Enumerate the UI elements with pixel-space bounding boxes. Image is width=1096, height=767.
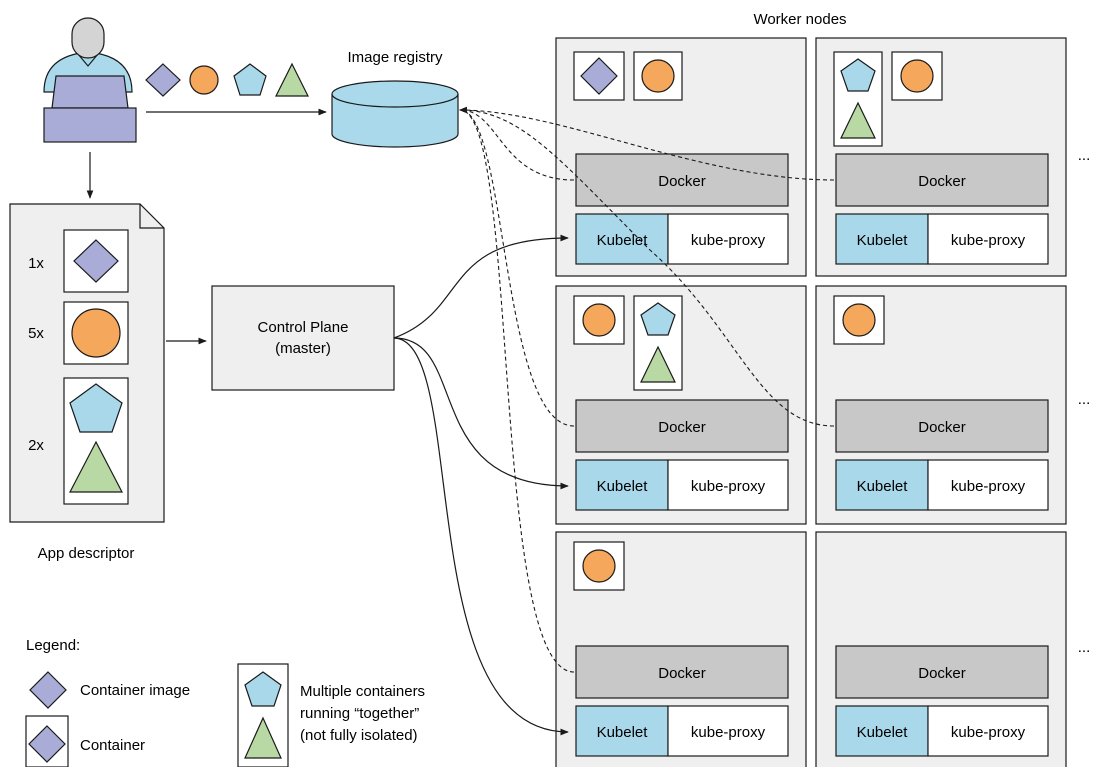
pentagon-icon (840, 58, 876, 92)
pentagon-icon (640, 302, 676, 336)
circle-icon (842, 303, 876, 337)
docker-label: Docker (918, 173, 966, 190)
schedule-arrows (393, 234, 569, 736)
triangle-icon (69, 440, 123, 493)
circle-icon (71, 308, 121, 358)
more-nodes-ellipsis: ... (1078, 391, 1091, 408)
kube-proxy-box (927, 705, 1049, 757)
pentagon-icon (69, 383, 123, 433)
legend-multi-3: (not fully isolated) (300, 727, 418, 744)
docker-box (575, 645, 789, 699)
kubelet-box (575, 705, 669, 757)
docker-label: Docker (918, 665, 966, 682)
kube-proxy-box (667, 213, 789, 265)
circle-icon (582, 549, 616, 583)
kube-proxy-label: kube-proxy (691, 724, 766, 741)
kube-proxy-box (667, 705, 789, 757)
legend-container-diamond-icon (28, 725, 66, 763)
control-plane-label: Control Plane (258, 319, 349, 336)
legend-diamond-icon (29, 671, 67, 709)
docker-box (575, 399, 789, 453)
docker-label: Docker (918, 419, 966, 436)
legend-multi-1: Multiple containers (300, 683, 425, 700)
legend-multi-2: running “together” (300, 705, 419, 722)
descriptor-container-circle (63, 301, 129, 365)
app-descriptor-label: App descriptor (38, 545, 135, 562)
triangle-icon (640, 345, 676, 383)
docker-box (835, 645, 1049, 699)
docker-label: Docker (658, 173, 706, 190)
image-registry (331, 80, 459, 148)
legend-title: Legend: (26, 637, 80, 654)
circle-image-icon (189, 65, 219, 95)
diamond-icon (73, 239, 119, 283)
kube-proxy-box (927, 213, 1049, 265)
legend-triangle-icon (244, 716, 282, 759)
kubelet-box (835, 459, 929, 511)
kube-proxy-label: kube-proxy (691, 232, 766, 249)
kubelet-label: Kubelet (597, 724, 649, 741)
diamond-image-icon (145, 63, 181, 97)
triangle-image-icon (275, 62, 309, 97)
descriptor-container-diamond (63, 229, 129, 293)
circle-icon (582, 303, 616, 337)
docker-box (835, 153, 1049, 207)
docker-box (835, 399, 1049, 453)
more-nodes-ellipsis: ... (1078, 639, 1091, 656)
image-registry-label: Image registry (347, 49, 443, 66)
kubelet-box (575, 459, 669, 511)
kube-proxy-box (667, 459, 789, 511)
kubelet-label: Kubelet (597, 478, 649, 495)
laptop-icon (51, 75, 129, 109)
image-pull-lines (459, 106, 835, 673)
descriptor-count-3: 2x (28, 437, 44, 454)
kube-proxy-box (927, 459, 1049, 511)
triangle-icon (840, 101, 876, 139)
docker-label: Docker (658, 419, 706, 436)
pentagon-image-icon (233, 63, 267, 96)
more-nodes-ellipsis: ... (1078, 147, 1091, 164)
legend-pentagon-icon (244, 671, 282, 707)
kube-proxy-label: kube-proxy (951, 724, 1026, 741)
kubelet-label: Kubelet (597, 232, 649, 249)
diamond-icon (580, 57, 618, 95)
docker-label: Docker (658, 665, 706, 682)
kube-proxy-label: kube-proxy (691, 478, 766, 495)
docker-box (575, 153, 789, 207)
circle-icon (900, 59, 934, 93)
image-icons (145, 62, 309, 97)
kubelet-label: Kubelet (857, 724, 909, 741)
kubelet-box (835, 705, 929, 757)
legend-container: Container (80, 737, 145, 754)
descriptor-count-1: 1x (28, 255, 44, 272)
kubelet-box (835, 213, 929, 265)
kubelet-label: Kubelet (857, 478, 909, 495)
pods (573, 51, 943, 591)
control-plane-sublabel: (master) (275, 340, 331, 357)
descriptor-container-group (63, 377, 129, 505)
legend-container-image: Container image (80, 682, 190, 699)
descriptor-count-2: 5x (28, 325, 44, 342)
kubelet-label: Kubelet (857, 232, 909, 249)
worker-nodes-label: Worker nodes (753, 11, 846, 28)
kube-proxy-label: kube-proxy (951, 232, 1026, 249)
circle-icon (641, 59, 675, 93)
developer-icon (43, 17, 137, 143)
control-plane (211, 285, 395, 391)
kube-proxy-label: kube-proxy (951, 478, 1026, 495)
